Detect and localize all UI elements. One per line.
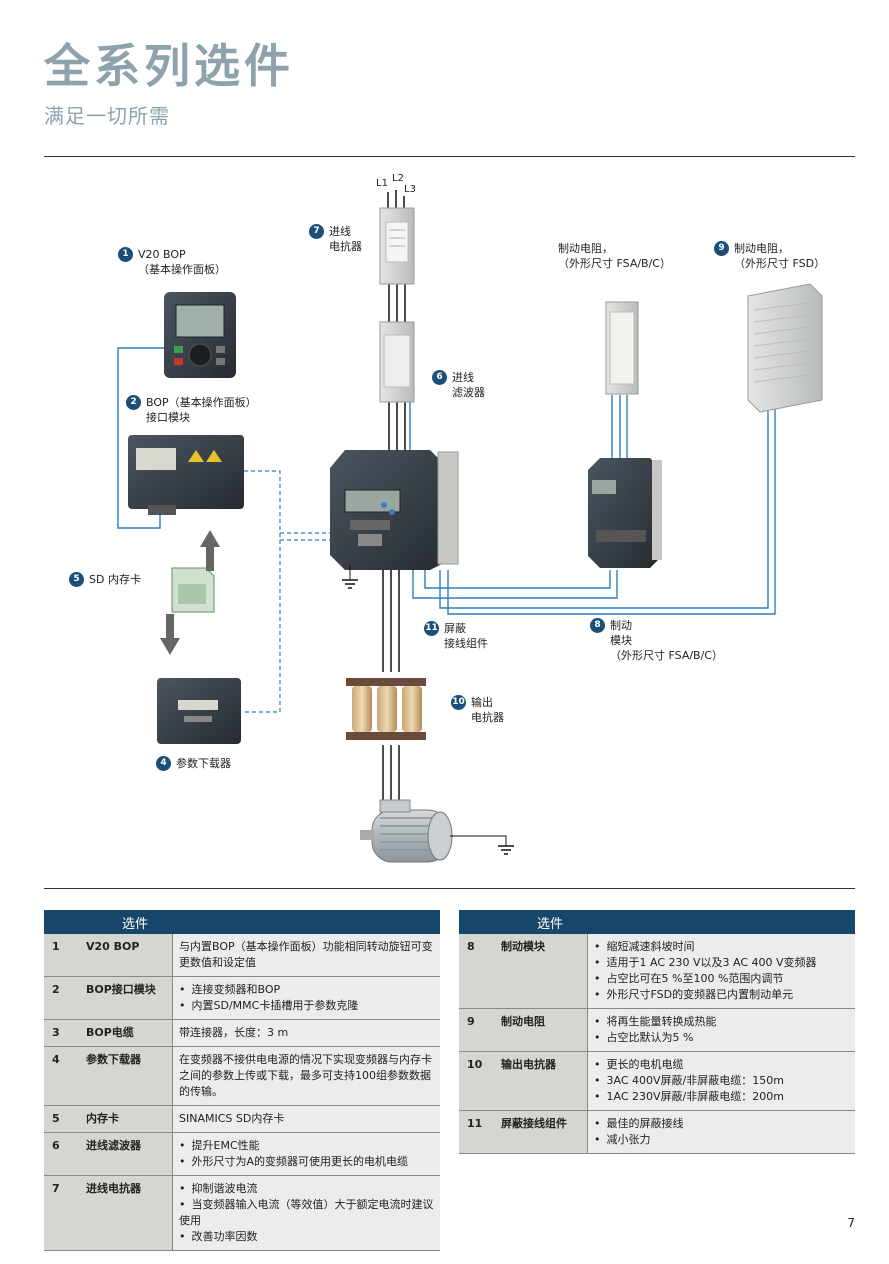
braking-module-image (588, 458, 662, 568)
parameter-loader-image (157, 678, 241, 744)
phase-label-l2: L2 (392, 173, 404, 184)
braking-resistor-small-image (605, 301, 639, 395)
transfer-arrows (160, 530, 220, 655)
table-header: 选件 (80, 910, 440, 934)
table-header: 选件 (495, 910, 855, 934)
table-row: 9 制动电阻 将再生能量转换成热能占空比默认为5 % (459, 1008, 855, 1052)
table-row: 8 制动模块 缩短减速斜坡时间适用于1 AC 230 V以及3 AC 400 V… (459, 934, 855, 1009)
phase-label-l3: L3 (404, 184, 416, 195)
inverter-image (330, 450, 459, 589)
bottom-divider (44, 888, 855, 889)
bop-panel-image (164, 292, 236, 378)
line-filter-image (379, 321, 415, 403)
options-table-left: 选件 1 V20 BOP 与内置BOP（基本操作面板）功能相同转动旋钮可变更数值… (44, 910, 440, 1251)
table-row: 10 输出电抗器 更长的电机电缆3AC 400V屏蔽/非屏蔽电缆：150m1AC… (459, 1051, 855, 1111)
output-reactor-image (346, 678, 426, 740)
phase-label-l1: L1 (376, 178, 388, 189)
sd-card-image (171, 567, 215, 613)
input-reactor-image (379, 207, 415, 285)
table-row: 1 V20 BOP 与内置BOP（基本操作面板）功能相同转动旋钮可变更数值和设定… (44, 934, 440, 977)
table-row: 7 进线电抗器 抑制谐波电流当变频器输入电流（等效值）大于额定电流时建议使用改善… (44, 1175, 440, 1251)
page-number: 7 (847, 1216, 855, 1230)
top-divider (44, 156, 855, 157)
table-row: 4 参数下载器 在变频器不接供电电源的情况下实现变频器与内存卡之间的参数上传或下… (44, 1046, 440, 1106)
dashed-links (244, 470, 330, 713)
table-row: 3 BOP电缆 带连接器，长度：3 m (44, 1019, 440, 1047)
braking-resistor-large-image (747, 283, 823, 413)
page-title: 全系列选件 (44, 39, 294, 93)
blue-wires (117, 347, 776, 615)
table-row: 2 BOP接口模块 连接变频器和BOP内置SD/MMC卡插槽用于参数克隆 (44, 976, 440, 1020)
label-braking-resistor-fsabc: 制动电阻，（外形尺寸 FSA/B/C） (558, 242, 671, 270)
page-subtitle: 满足一切所需 (44, 104, 170, 128)
table-row: 11 屏蔽接线组件 最佳的屏蔽接线减小张力 (459, 1110, 855, 1154)
table-row: 6 进线滤波器 提升EMC性能外形尺寸为A的变频器可使用更长的电机电缆 (44, 1132, 440, 1176)
options-diagram (117, 190, 823, 863)
power-wires (382, 190, 406, 800)
options-table-right: 选件 8 制动模块 缩短减速斜坡时间适用于1 AC 230 V以及3 AC 40… (459, 910, 855, 1154)
bop-interface-image (128, 435, 244, 515)
motor-image (360, 799, 514, 863)
table-row: 5 内存卡 SINAMICS SD内存卡 (44, 1105, 440, 1133)
